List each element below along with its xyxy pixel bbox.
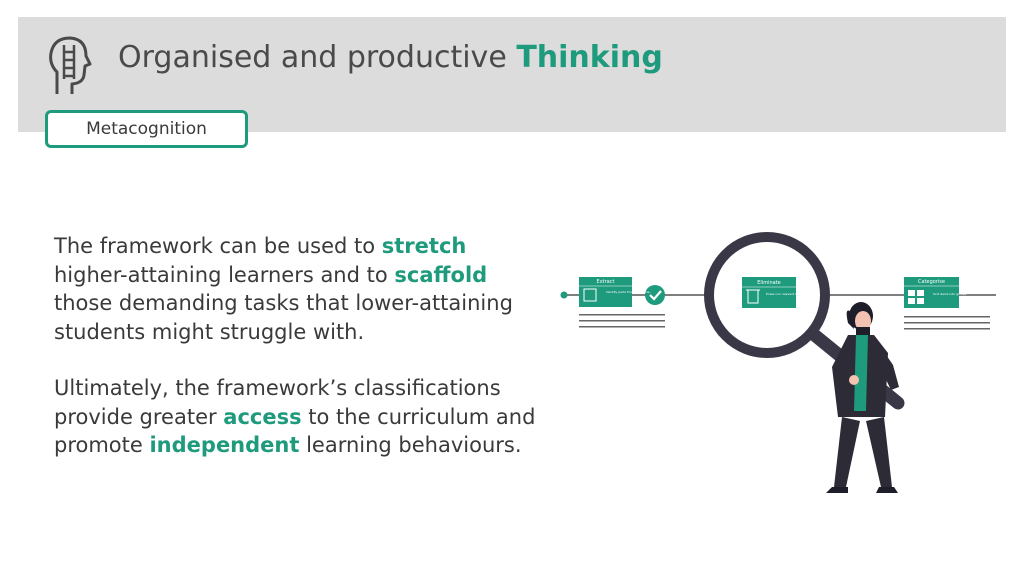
paragraph-1: The framework can be used to stretch hig… — [54, 232, 544, 346]
timeline-dot-start — [560, 291, 568, 299]
metacognition-tag: Metacognition — [45, 110, 248, 148]
p1-text-1: The framework can be used to — [54, 234, 382, 258]
card-categorise-title: Categorise — [918, 279, 945, 285]
card-eliminate: Eliminate Erase non relevant information… — [742, 277, 814, 308]
p2-text-3: learning behaviours. — [299, 433, 522, 457]
body-text: The framework can be used to stretch hig… — [54, 232, 544, 460]
highlight-independent: independent — [149, 433, 300, 457]
card-extract: Extract Identify parts from the whole. — [579, 277, 651, 307]
check-icon — [645, 285, 665, 305]
head-ladder-icon — [49, 36, 92, 94]
card-eliminate-title: Eliminate — [757, 280, 780, 286]
title-plain: Organised and productive — [118, 40, 517, 75]
page-title: Organised and productive Thinking — [118, 40, 663, 75]
highlight-access: access — [223, 404, 302, 429]
card-categorise: Categorise Sort items into groups. — [904, 277, 967, 308]
card-eliminate-text: Erase non relevant information. — [766, 292, 814, 296]
highlight-scaffold: scaffold — [394, 262, 488, 287]
magnifier-ring — [704, 232, 830, 358]
magnifier-illustration: Extract Identify parts from the whole. C… — [560, 232, 996, 493]
p1-text-3: those demanding tasks that lower-attaini… — [54, 291, 513, 344]
card-categorise-text: Sort items into groups. — [933, 292, 967, 296]
p2-text-1: Ultimately, the framework’s classificati… — [54, 376, 501, 429]
woman-figure — [826, 302, 899, 493]
tag-label: Metacognition — [86, 119, 207, 139]
card-extract-title: Extract — [597, 279, 615, 285]
highlight-stretch: stretch — [381, 234, 467, 258]
p2-text-2: to the curriculum and promote — [54, 404, 536, 458]
paragraph-2: Ultimately, the framework’s classificati… — [54, 374, 544, 460]
title-accent: Thinking — [516, 40, 663, 75]
card-extract-text: Identify parts from the whole. — [606, 290, 651, 294]
p1-text-2: higher-attaining learners and to — [54, 262, 395, 287]
